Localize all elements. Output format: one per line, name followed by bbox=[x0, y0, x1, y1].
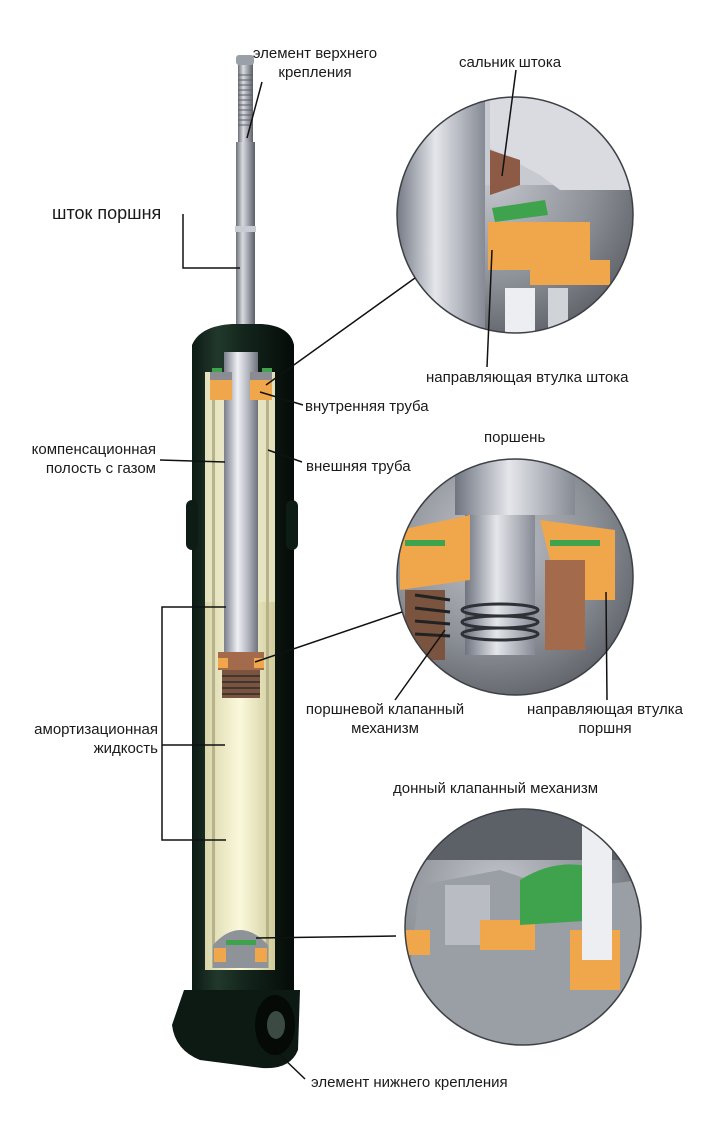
label-bottom-mount: элемент нижнего крепления bbox=[311, 1074, 508, 1091]
label-piston-rod: шток поршня bbox=[52, 203, 162, 223]
inset-piston bbox=[396, 458, 634, 696]
label-rod-seal: сальник штока bbox=[459, 54, 562, 71]
cutaway-interior bbox=[205, 352, 275, 970]
label-top-mount: элемент верхнего крепления bbox=[252, 45, 378, 81]
piston-rod bbox=[235, 55, 256, 342]
label-piston-guide: направляющая втулка поршня bbox=[527, 701, 683, 737]
label-base-valve: донный клапанный механизм bbox=[393, 780, 599, 797]
inset-rod-seal bbox=[396, 96, 634, 334]
bottom-mount bbox=[172, 990, 300, 1069]
inset-base-valve bbox=[404, 808, 642, 1046]
label-rod-guide: направляющая втулка штока bbox=[426, 369, 629, 386]
label-outer-tube: внешняя труба bbox=[306, 458, 411, 475]
label-piston: поршень bbox=[484, 429, 546, 446]
label-inner-tube: внутренняя труба bbox=[305, 398, 429, 415]
leader-lines bbox=[159, 69, 608, 1080]
label-gas-chamber: компенсационная полость с газом bbox=[31, 441, 156, 477]
label-damping-fluid: амортизационная жидкость bbox=[34, 721, 158, 757]
label-piston-valve: поршневой клапанный механизм bbox=[305, 701, 465, 737]
